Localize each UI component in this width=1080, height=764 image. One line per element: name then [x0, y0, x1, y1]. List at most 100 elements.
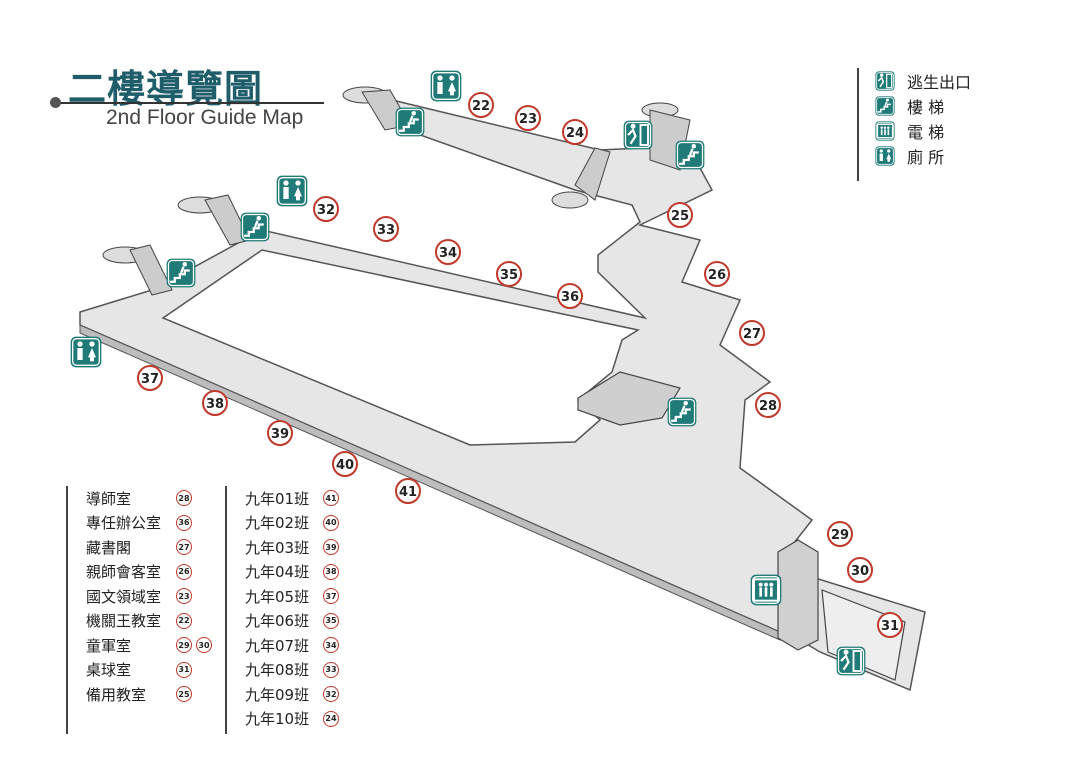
room-marker-40[interactable]: 40	[332, 451, 358, 477]
room-legend-item: 九年08班 33	[227, 658, 343, 683]
emergency-exit-icon	[836, 646, 866, 676]
room-number-badge: 24	[323, 710, 339, 727]
room-marker-circle	[704, 261, 730, 287]
room-marker-35[interactable]: 35	[496, 261, 522, 287]
stairs-icon	[875, 95, 901, 116]
room-marker-23[interactable]: 23	[515, 105, 541, 131]
room-name: 九年06班	[245, 612, 310, 631]
emergency-exit-icon	[875, 70, 901, 91]
floor-edge	[79, 324, 781, 641]
room-number-badge: 22	[176, 612, 192, 629]
icon-legend-label: 樓 梯	[907, 97, 945, 117]
room-marker-circle	[755, 392, 781, 418]
room-number-badge: 27	[176, 539, 192, 556]
room-number-badge: 35	[323, 612, 339, 629]
room-marker-circle	[202, 390, 228, 416]
restroom-icon	[70, 336, 102, 368]
room-number: 28	[759, 399, 777, 414]
stairs-icon	[675, 140, 705, 170]
room-legend-item: 九年10班 24	[227, 707, 343, 732]
room-number-badge: 29	[176, 637, 192, 654]
room-marker-31[interactable]: 31	[877, 612, 903, 638]
room-name: 九年08班	[245, 661, 310, 680]
room-marker-circle	[847, 557, 873, 583]
room-marker-22[interactable]: 22	[468, 92, 494, 118]
icon-legend-label: 電 梯	[907, 122, 945, 142]
restroom-icon	[430, 70, 462, 102]
room-marker-34[interactable]: 34	[435, 239, 461, 265]
room-marker-37[interactable]: 37	[137, 365, 163, 391]
room-marker-41[interactable]: 41	[395, 478, 421, 504]
room-name: 童軍室	[86, 636, 132, 655]
elevator-icon	[750, 574, 782, 606]
room-name: 導師室	[86, 489, 132, 508]
room-marker-26[interactable]: 26	[704, 261, 730, 287]
room-number: 36	[561, 290, 579, 305]
room-marker-36[interactable]: 36	[557, 283, 583, 309]
room-number: 26	[708, 268, 726, 283]
room-marker-circle	[739, 320, 765, 346]
room-number: 30	[851, 564, 869, 579]
room-marker-circle	[468, 92, 494, 118]
room-number: 34	[439, 246, 457, 261]
title-dot	[50, 97, 61, 108]
room-number-badge: 30	[196, 637, 212, 654]
room-marker-38[interactable]: 38	[202, 390, 228, 416]
stairs-mid-left	[177, 194, 251, 246]
room-marker-circle	[435, 239, 461, 265]
room-name: 九年09班	[245, 685, 310, 704]
room-number-badge: 38	[323, 563, 339, 580]
room-marker-25[interactable]: 25	[667, 202, 693, 228]
room-name: 九年03班	[245, 538, 310, 557]
room-marker-24[interactable]: 24	[562, 119, 588, 145]
icon-legend-item: 電 梯	[875, 118, 971, 143]
room-number-badge: 39	[323, 539, 339, 556]
elevator-icon	[875, 120, 901, 141]
room-name: 九年10班	[245, 710, 310, 729]
room-marker-28[interactable]: 28	[755, 392, 781, 418]
icon-legend-label: 逃生出口	[907, 72, 972, 92]
stairs-left	[102, 244, 173, 296]
room-number: 23	[519, 112, 537, 127]
map-icons	[70, 70, 866, 676]
room-number: 37	[141, 372, 159, 387]
room-number: 35	[500, 268, 518, 283]
icon-legend: 逃生出口樓 梯電 梯廁 所	[857, 68, 971, 181]
room-marker-33[interactable]: 33	[373, 216, 399, 242]
room-marker-circle	[267, 420, 293, 446]
room-marker-39[interactable]: 39	[267, 420, 293, 446]
room-marker-circle	[557, 283, 583, 309]
room-number-badge: 33	[323, 661, 339, 678]
room-name: 國文領域室	[86, 587, 162, 606]
restroom-icon	[276, 175, 308, 207]
emergency-exit-icon	[623, 120, 653, 150]
room-marker-circle	[877, 612, 903, 638]
room-marker-32[interactable]: 32	[313, 196, 339, 222]
stairs-upper-center	[551, 147, 611, 209]
stairs-icon	[240, 212, 270, 242]
room-marker-29[interactable]: 29	[827, 521, 853, 547]
room-name: 九年02班	[245, 514, 310, 533]
room-name: 桌球室	[86, 661, 132, 680]
room-marker-circle	[496, 261, 522, 287]
room-marker-27[interactable]: 27	[739, 320, 765, 346]
room-number-badge: 32	[323, 686, 339, 703]
icon-legend-item: 樓 梯	[875, 93, 971, 118]
room-legend-item: 九年09班 32	[227, 682, 343, 707]
room-number: 29	[831, 528, 849, 543]
room-marker-30[interactable]: 30	[847, 557, 873, 583]
stairs-block-center	[577, 371, 681, 426]
room-name: 專任辦公室	[86, 514, 162, 533]
